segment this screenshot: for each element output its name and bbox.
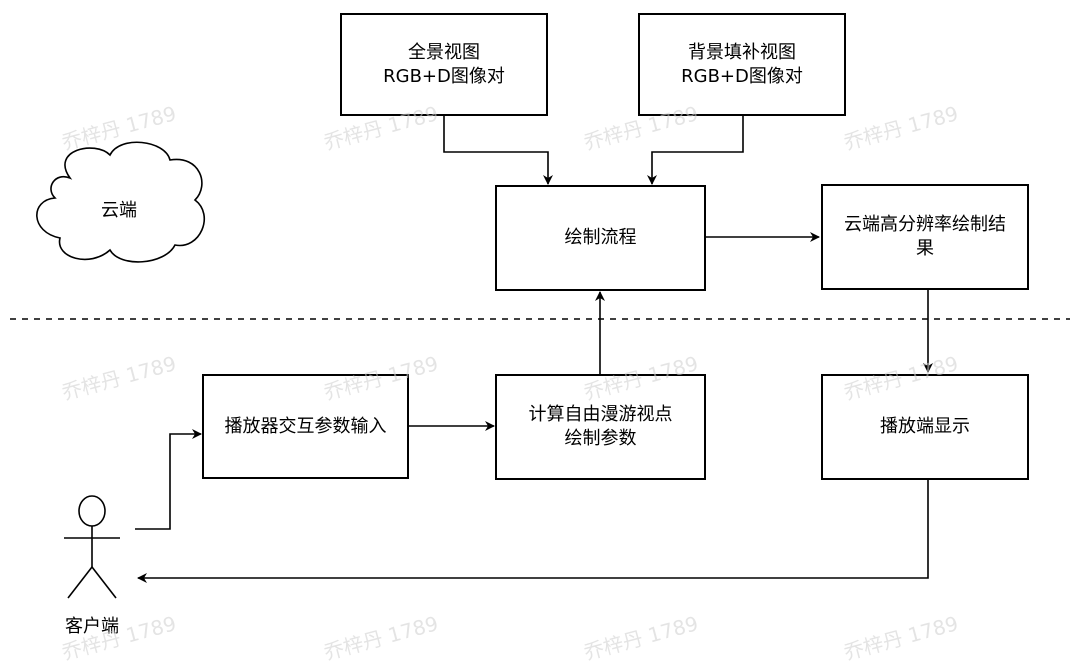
background-fill-view-node: 背景填补视图 RGB+D图像对 (638, 13, 846, 116)
player-display-node: 播放端显示 (821, 374, 1029, 480)
diagram-canvas (10, 116, 1070, 599)
panorama-view-node: 全景视图 RGB+D图像对 (340, 13, 548, 116)
client-user-figure (64, 495, 120, 599)
arrow-display-to-client (137, 480, 929, 583)
arrow-panorama-to-render (443, 116, 553, 185)
cloud-shape (36, 141, 206, 263)
client-label: 客户端 (65, 616, 119, 637)
compute-viewpoint-params-node: 计算自由漫游视点 绘制参数 (495, 374, 706, 480)
arrow-bgfill-to-render (647, 116, 744, 185)
cloud-high-res-result-node: 云端高分辨率绘制结 果 (821, 184, 1029, 290)
arrow-client-to-input (135, 429, 202, 530)
player-interaction-input-node: 播放器交互参数输入 (202, 374, 409, 479)
cloud-label: 云端 (101, 200, 137, 221)
render-process-node: 绘制流程 (495, 185, 706, 291)
